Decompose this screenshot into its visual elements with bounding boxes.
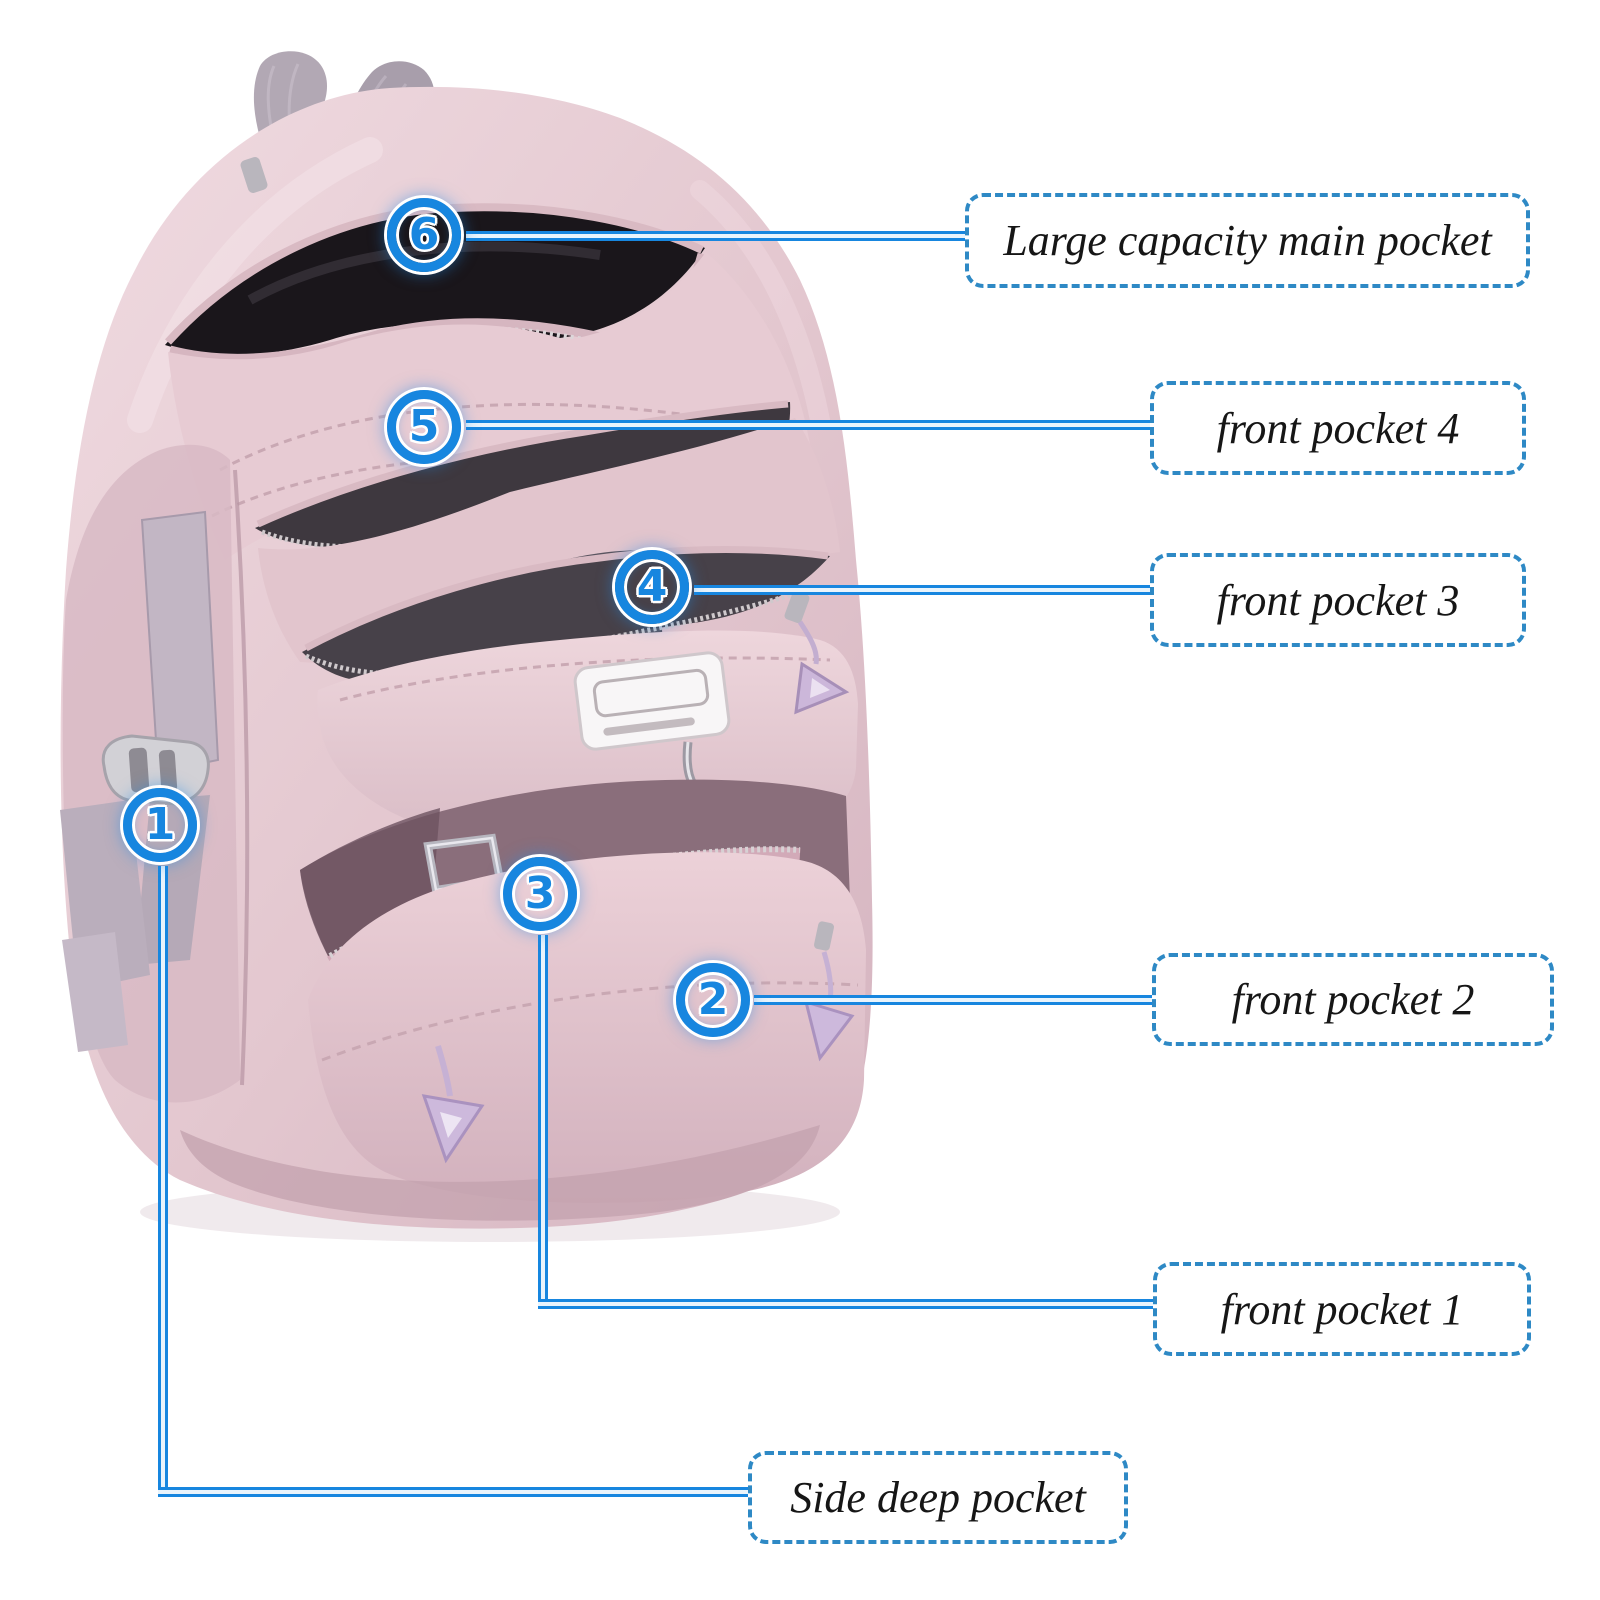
main-zipper-slider [240, 157, 268, 193]
brand-patch [573, 651, 731, 751]
label-box-main-pocket: Large capacity main pocket [965, 193, 1530, 288]
callout-1-circle: 1 [123, 788, 197, 862]
dome-highlight [127, 137, 383, 433]
label-text-front-pocket-1: front pocket 1 [1220, 1284, 1464, 1334]
callout-4-number: 4 [636, 561, 668, 612]
label-text-side-deep-pocket: Side deep pocket [790, 1473, 1086, 1522]
label-text-main-pocket: Large capacity main pocket [1003, 216, 1492, 265]
connector-line-6 [466, 231, 966, 241]
callout-1-number: 1 [144, 799, 176, 850]
connector-line-3-vertical [538, 935, 548, 1309]
label-box-front-pocket-1: front pocket 1 [1153, 1262, 1531, 1356]
label-text-front-pocket-2: front pocket 2 [1231, 975, 1475, 1024]
zipper-pull-triangle-bottom [421, 1045, 485, 1164]
label-box-side-deep-pocket: Side deep pocket [748, 1451, 1128, 1544]
label-box-front-pocket-3: front pocket 3 [1150, 553, 1526, 647]
loose-strap-2 [62, 932, 128, 1052]
connector-line-3-horizontal [538, 1299, 1154, 1309]
side-panel [60, 444, 250, 1103]
zipper-pull-triangle-right-upper [784, 590, 850, 715]
callout-5-number: 5 [408, 401, 440, 452]
callout-3-number: 3 [524, 868, 556, 919]
callout-2-number: 2 [697, 974, 729, 1025]
connector-line-1-horizontal [158, 1487, 749, 1497]
callout-5-circle: 5 [387, 390, 461, 464]
connector-line-2 [754, 995, 1153, 1005]
zipper-pull-triangle-right-lower [803, 921, 855, 1062]
label-box-front-pocket-4: front pocket 4 [1150, 381, 1526, 475]
label-text-front-pocket-3: front pocket 3 [1216, 575, 1460, 625]
callout-4-circle: 4 [615, 550, 689, 624]
connector-line-4 [694, 585, 1151, 595]
connector-line-5 [466, 420, 1151, 430]
lower-front-pouch [308, 852, 866, 1204]
side-strap-upper [140, 510, 220, 774]
callout-6-number: 6 [408, 209, 440, 260]
callout-6-circle: 6 [387, 198, 461, 272]
callout-2-circle: 2 [676, 963, 750, 1037]
side-buckle [101, 734, 210, 806]
connector-line-1-vertical [158, 866, 168, 1497]
dome-highlight-right [690, 180, 830, 430]
callout-3-circle: 3 [503, 857, 577, 931]
bottom-shading [180, 1125, 820, 1221]
label-text-front-pocket-4: front pocket 4 [1216, 403, 1460, 453]
label-box-front-pocket-2: front pocket 2 [1152, 953, 1554, 1046]
